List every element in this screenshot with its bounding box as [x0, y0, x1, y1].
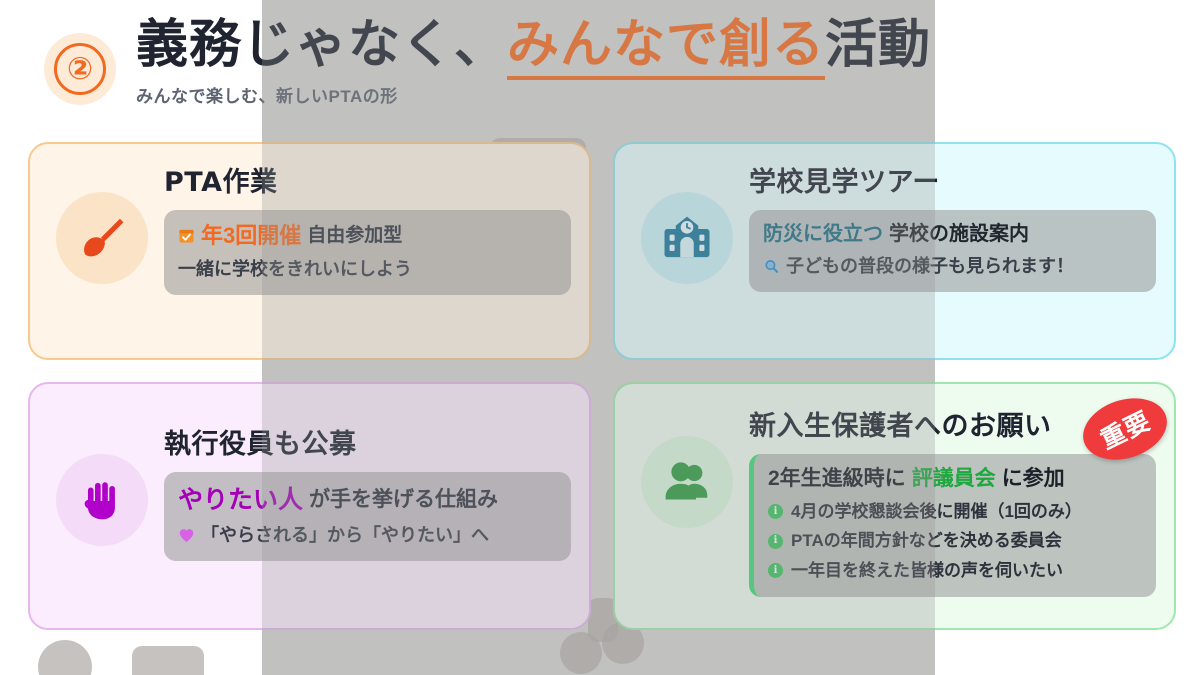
- card-panel: やりたい人 が手を挙げる仕組み 「やらされる」から「やりたい」へ: [164, 471, 571, 561]
- card-lead-plain: が手を挙げる仕組み: [309, 487, 499, 511]
- card-lead-pre: 2年生進級時に: [768, 466, 906, 490]
- heart-icon: [178, 527, 195, 544]
- card-lead-line: やりたい人 が手を挙げる仕組み: [178, 482, 557, 518]
- list-item: i 一年目を終えた皆様の声を伺いたい: [768, 556, 1142, 585]
- info-icon: i: [768, 562, 783, 578]
- card-title: PTA作業: [164, 167, 278, 198]
- card-lead-strong: 防災に役立つ: [763, 222, 883, 245]
- list-item: i 4月の学校懇談会後に開催（1回のみ）: [768, 497, 1142, 526]
- list-item: i PTAの年間方針などを決める委員会: [768, 526, 1142, 555]
- card-sub-line: 子どもの普段の様子も見られます！: [763, 253, 1142, 280]
- card-panel: 年3回開催 自由参加型 一緒に学校をきれいにしよう: [164, 209, 571, 295]
- title-segment-after: 活動: [825, 15, 932, 75]
- calendar-check-icon: [178, 227, 195, 244]
- info-icon: i: [768, 533, 783, 549]
- card-lead-plain: 学校の施設案内: [889, 222, 1029, 245]
- page-subtitle: みんなで楽しむ、新しいPTAの形: [136, 86, 398, 106]
- magnifier-icon: [763, 258, 780, 275]
- card-panel: 防災に役立つ 学校の施設案内 子どもの普段の様子も: [749, 209, 1156, 292]
- raised-hand-icon: [56, 454, 148, 546]
- card-title: 執行役員も公募: [164, 429, 357, 460]
- card-title: 学校見学ツアー: [749, 167, 940, 198]
- card-lead-line: 2年生進級時に評議員会に参加: [768, 464, 1142, 494]
- card-lead-strong: 年3回開催: [201, 222, 302, 248]
- card-lead-line: 防災に役立つ 学校の施設案内: [763, 220, 1142, 249]
- people-group-icon: [641, 436, 733, 528]
- broom-icon: [56, 192, 148, 284]
- bullet-text: 4月の学校懇談会後に開催（1回のみ）: [791, 502, 1082, 522]
- card-sub-line: 一緒に学校をきれいにしよう: [178, 256, 557, 283]
- bullet-text: 一年目を終えた皆様の声を伺いたい: [791, 560, 1063, 580]
- card-lead-strong: 評議員会: [911, 466, 996, 490]
- card-sub-text: 「やらされる」から「やりたい」へ: [201, 525, 489, 545]
- card-lead-post: に参加: [1001, 466, 1065, 490]
- card-new-student-parents[interactable]: 重要 新入生保護者へのお願い: [613, 382, 1176, 630]
- section-number-badge: ②: [44, 33, 116, 105]
- card-sub-text: 子どもの普段の様子も見られます！: [786, 255, 1074, 276]
- page-title: 義務じゃなく、みんなで創る活動: [136, 15, 932, 80]
- card-sub-text: 一緒に学校をきれいにしよう: [178, 258, 412, 279]
- title-segment-before: 義務じゃなく、: [136, 15, 508, 75]
- status-badge-label: 重要: [1095, 405, 1156, 455]
- bullet-text: PTAの年間方針などを決める委員会: [791, 531, 1062, 551]
- title-block: 義務じゃなく、みんなで創る活動 みんなで楽しむ、新しいPTAの形: [136, 15, 932, 107]
- info-icon: i: [768, 504, 783, 520]
- school-building-icon: [641, 192, 733, 284]
- card-panel: 2年生進級時に評議員会に参加 i 4月の学校懇談会後に開催（1回のみ） i PT…: [749, 453, 1156, 597]
- title-segment-highlight: みんなで創る: [507, 15, 826, 80]
- decor-square-bottom-left: [132, 646, 204, 675]
- card-title: 新入生保護者へのお願い: [749, 411, 1052, 442]
- card-sub-line: 「やらされる」から「やりたい」へ: [178, 522, 557, 549]
- card-lead-strong: やりたい人: [178, 485, 304, 514]
- card-grid: PTA作業 年3回開催 自由参加型: [28, 142, 1176, 647]
- decor-circle-bottom-center-a: [560, 632, 602, 674]
- card-pta-work[interactable]: PTA作業 年3回開催 自由参加型: [28, 142, 591, 360]
- card-school-tour[interactable]: 学校見学ツアー 防災に役立つ 学校の施設案内: [613, 142, 1176, 360]
- card-bullet-list: i 4月の学校懇談会後に開催（1回のみ） i PTAの年間方針などを決める委員会…: [768, 497, 1142, 585]
- card-lead-line: 年3回開催 自由参加型: [178, 220, 557, 252]
- section-number-text: ②: [54, 43, 106, 95]
- card-lead-plain: 自由参加型: [307, 224, 403, 246]
- card-officer-recruitment[interactable]: 執行役員も公募 やりたい人 が手を挙げる仕組み 「: [28, 382, 591, 630]
- slide-header: ② 義務じゃなく、みんなで創る活動 みんなで楽しむ、新しいPTAの形: [0, 0, 1200, 130]
